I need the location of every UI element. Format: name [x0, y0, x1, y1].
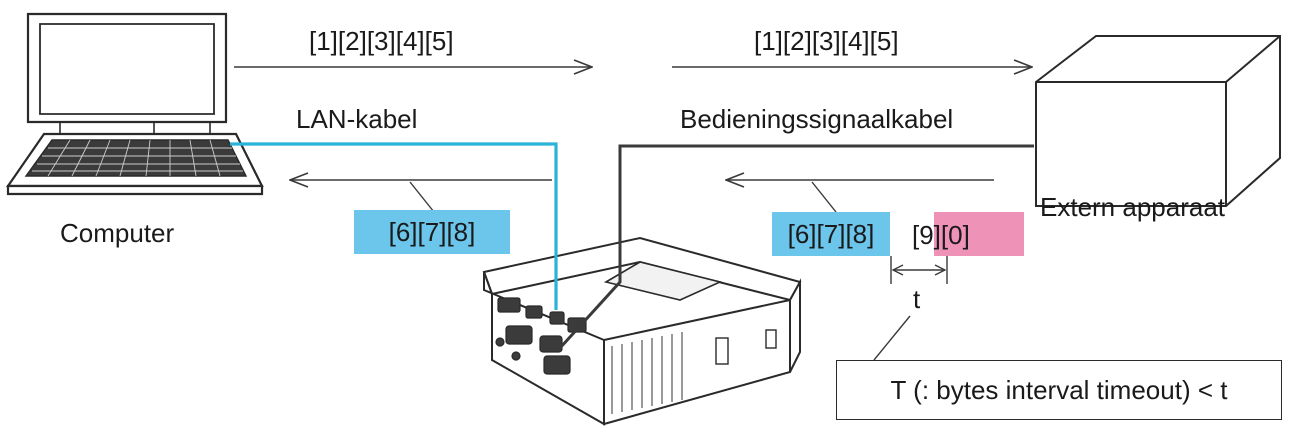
external-device-icon [1035, 35, 1281, 207]
command-label-left: [1][2][3][4][5] [309, 26, 454, 56]
pointer-line-left [409, 181, 435, 213]
computer-label: Computer [60, 218, 175, 248]
response-box-left: [6][7][8] [354, 210, 510, 254]
note-pointer-line [873, 315, 911, 361]
control-cable-line [558, 144, 1034, 350]
pointer-line-right [811, 181, 837, 213]
lan-cable-label: LAN-kabel [296, 104, 418, 134]
command-label-right: [1][2][3][4][5] [754, 26, 899, 56]
response-box-right: [6][7][8] [772, 212, 890, 256]
control-cable-label: Bedieningssignaalkabel [680, 104, 954, 134]
external-device-label: Extern apparaat [1040, 192, 1226, 222]
projector-icon [482, 236, 802, 426]
interval-label: t [913, 284, 921, 314]
timeout-note: T (: bytes interval timeout) < t [836, 360, 1282, 420]
extra-bytes-box [934, 212, 1024, 256]
computer-icon [5, 12, 264, 196]
lan-cable-line [230, 142, 558, 310]
extra-bytes-label: [9][0] [912, 220, 970, 250]
